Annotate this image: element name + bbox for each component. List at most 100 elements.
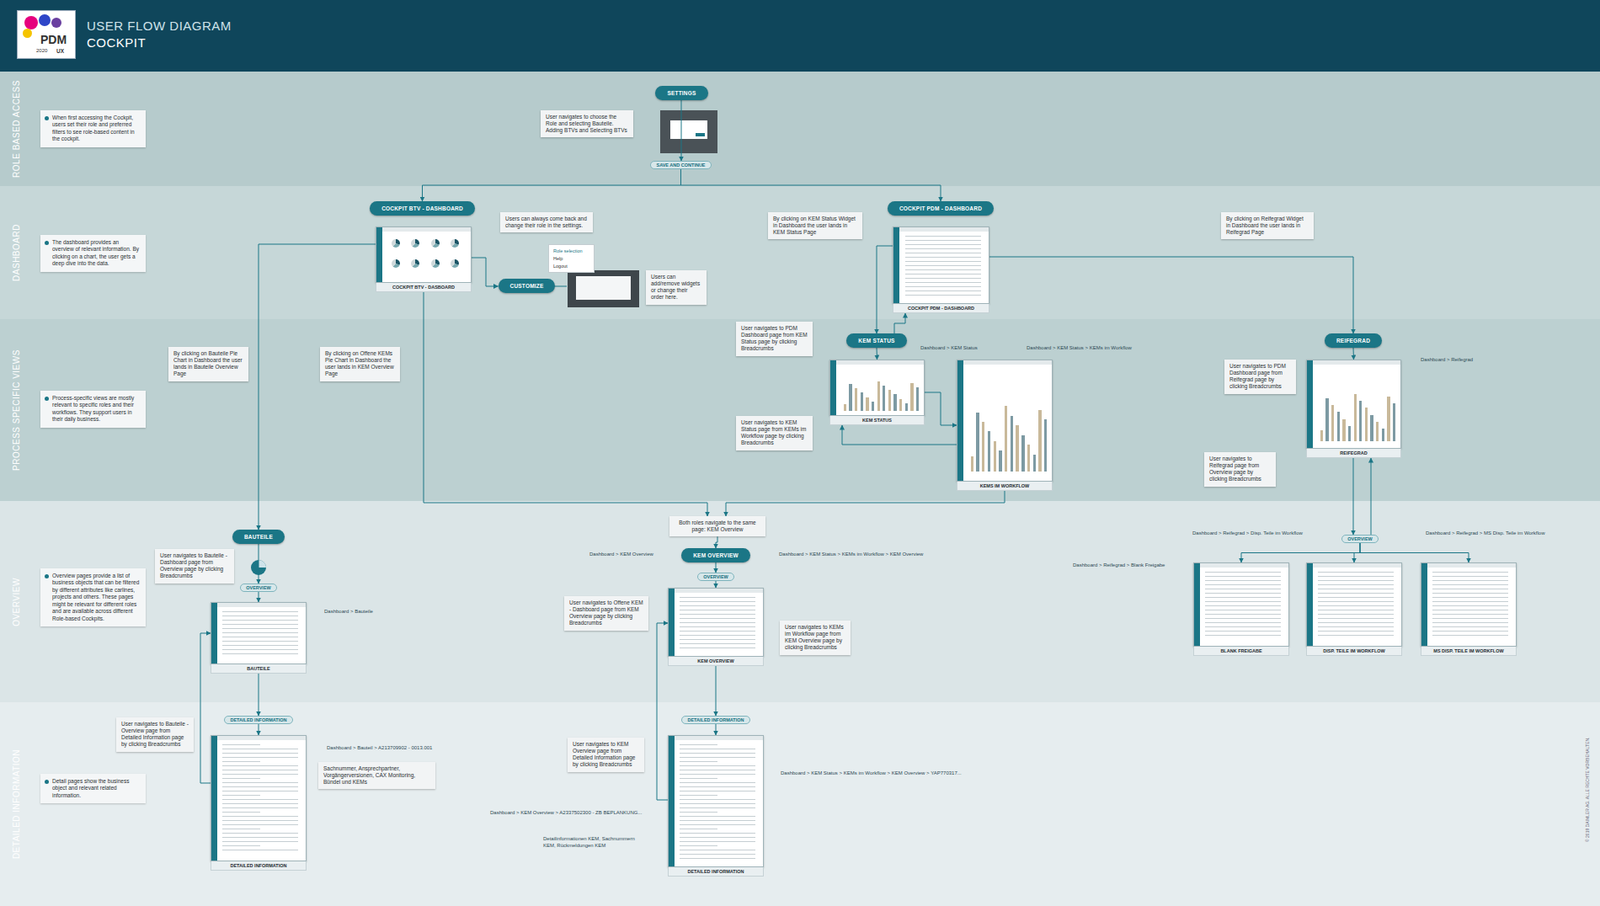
node-text: OVERVIEW bbox=[245, 585, 272, 591]
sidebar bbox=[376, 227, 383, 283]
table-row bbox=[679, 605, 756, 607]
node-text: User navigates to PDM Dashboard page fro… bbox=[1229, 362, 1291, 391]
table-row bbox=[222, 773, 299, 775]
table-row bbox=[1432, 576, 1509, 577]
chart-bar bbox=[1021, 435, 1024, 472]
flow-arrow bbox=[715, 724, 717, 736]
node-text: COCKPIT PDM - DASHBOARD bbox=[899, 205, 982, 212]
table-row bbox=[1205, 626, 1281, 628]
chart-bar bbox=[987, 431, 991, 471]
table-row bbox=[222, 828, 261, 830]
chart-bar bbox=[905, 403, 908, 411]
flow-arrow bbox=[989, 256, 1354, 334]
table-row bbox=[905, 261, 982, 262]
chart-bar bbox=[1010, 416, 1014, 472]
screen-node: COCKPIT BTV - DASBOARD bbox=[375, 226, 472, 293]
table-row bbox=[905, 256, 982, 258]
screen-caption: COCKPIT PDM - DASHBOARD bbox=[892, 304, 990, 314]
breadcrumb: Dashboard > KEM Status bbox=[920, 345, 978, 351]
callout-box: By clicking on KEM Status Widget in Dash… bbox=[768, 212, 863, 240]
table-row bbox=[1205, 634, 1281, 636]
chart-bar bbox=[877, 381, 880, 411]
step-pill: CUSTOMIZE bbox=[498, 278, 556, 294]
screen-mockup bbox=[892, 226, 990, 304]
table-row bbox=[679, 609, 756, 611]
screen-node: DETAILED INFORMATION bbox=[210, 735, 307, 871]
table-row bbox=[679, 858, 756, 859]
screen-node: MS DISP. TEILE IM WORKFLOW bbox=[1420, 562, 1517, 656]
callout-box: User navigates to Reifegrad page from Ov… bbox=[1204, 452, 1276, 487]
node-text: DETAILED INFORMATION bbox=[687, 717, 744, 723]
table-row bbox=[222, 782, 299, 784]
sidebar bbox=[1306, 360, 1313, 448]
node-text: Help bbox=[553, 255, 590, 263]
logo-circle bbox=[38, 14, 51, 27]
table-row bbox=[222, 832, 299, 834]
table-row bbox=[1432, 630, 1509, 632]
breadcrumb: Dashboard > KEM Overview bbox=[589, 551, 654, 557]
pie-chart bbox=[391, 239, 400, 248]
node-text: User navigates to KEMs im Workflow page … bbox=[784, 624, 846, 652]
chart-bar bbox=[1392, 403, 1396, 442]
table-row bbox=[905, 273, 982, 275]
logo-circle bbox=[24, 16, 38, 30]
table-row bbox=[679, 799, 756, 800]
callout-box: Both roles navigate to the same page: KE… bbox=[669, 516, 766, 537]
flow-arrow bbox=[894, 313, 906, 334]
node-text: User navigates to Bauteile - Overview pa… bbox=[121, 720, 189, 749]
callout-box: By clicking on Bauteile Pie Chart in Das… bbox=[168, 346, 249, 382]
screen-caption: BLANK FREIGABE bbox=[1193, 646, 1290, 656]
breadcrumb: Detailinformationen KEM, Sachnummern KEM… bbox=[543, 836, 649, 850]
pie-chart bbox=[410, 239, 420, 248]
table-row bbox=[222, 757, 299, 758]
sidebar bbox=[211, 602, 218, 664]
flow-arrow bbox=[258, 244, 376, 530]
flow-arrow bbox=[715, 581, 717, 588]
node-text: Role selection bbox=[553, 247, 590, 256]
screen-node: DISP. TEILE IM WORKFLOW bbox=[1306, 562, 1403, 656]
screen-caption: DETAILED INFORMATION bbox=[667, 867, 764, 877]
node-text: COCKPIT BTV - DASHBOARD bbox=[381, 205, 464, 212]
node-text: User navigates to KEM Overview page from… bbox=[572, 741, 640, 769]
table-row bbox=[222, 748, 299, 750]
screen-mockup bbox=[210, 602, 307, 665]
chart-bar bbox=[1365, 407, 1368, 442]
screen-node: BAUTEILE bbox=[210, 602, 307, 674]
screen-caption: DISP. TEILE IM WORKFLOW bbox=[1306, 646, 1403, 656]
table-row bbox=[222, 811, 261, 813]
table-row bbox=[1432, 634, 1509, 636]
band-bg bbox=[0, 71, 1600, 187]
chart-bar bbox=[1320, 430, 1323, 441]
node-text: KEM OVERVIEW bbox=[693, 552, 739, 559]
topbar bbox=[1427, 563, 1516, 568]
breadcrumb: Dashboard > Bauteil > A213709902 - 0013.… bbox=[326, 745, 432, 751]
topbar bbox=[963, 360, 1052, 365]
table-row bbox=[1317, 626, 1394, 628]
screen-caption: KEMS IM WORKFLOW bbox=[956, 481, 1053, 491]
table-row bbox=[679, 828, 718, 830]
node-text: OVERVIEW bbox=[1347, 536, 1373, 542]
table-row bbox=[679, 634, 756, 636]
chart-bar bbox=[1381, 428, 1385, 442]
table-row bbox=[222, 615, 299, 617]
table-row bbox=[1205, 571, 1281, 573]
flow-arrow bbox=[423, 292, 708, 517]
table-row bbox=[679, 765, 756, 767]
topbar bbox=[217, 736, 306, 741]
table-row bbox=[1317, 588, 1394, 590]
callout-box: User navigates to Offene KEM - Dashboard… bbox=[564, 596, 649, 631]
table-row bbox=[905, 286, 982, 288]
step-pill: KEM OVERVIEW bbox=[681, 548, 751, 563]
node-text: ROLE BASED ACCESS bbox=[11, 80, 22, 178]
chart-bar bbox=[843, 404, 847, 411]
chart-bar bbox=[865, 397, 869, 411]
node-text: User navigates to Offene KEM - Dashboard… bbox=[569, 599, 644, 628]
chart-bar bbox=[1033, 454, 1036, 472]
band-tab: DASHBOARD bbox=[0, 186, 32, 320]
screen-caption: BAUTEILE bbox=[210, 664, 307, 674]
table-row bbox=[679, 845, 718, 847]
table-row bbox=[679, 769, 756, 771]
step-tag: DETAILED INFORMATION bbox=[681, 715, 750, 725]
table-row bbox=[679, 630, 756, 632]
